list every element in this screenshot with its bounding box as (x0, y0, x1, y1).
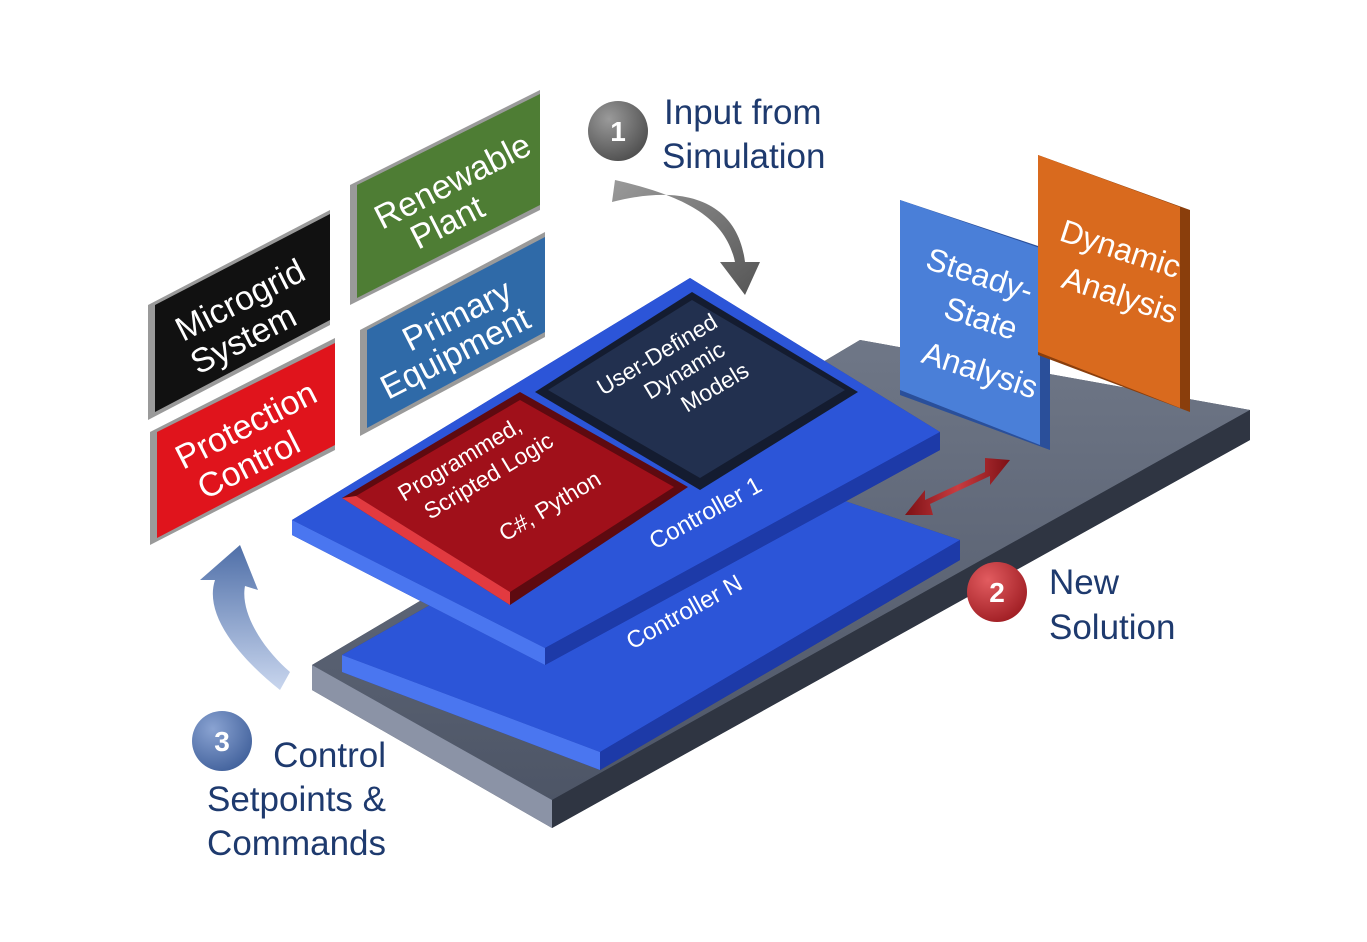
steady-state-panel: Steady- State Analysis (900, 200, 1050, 450)
step-3-line2: Setpoints & (207, 780, 386, 819)
step-2-number: 2 (989, 577, 1005, 608)
step-3-line1: Control (273, 736, 386, 775)
step-2-line1: New (1049, 563, 1120, 602)
step-1-line1: Input from (664, 93, 822, 132)
dynamic-analysis-panel: Dynamic Analysis (1038, 155, 1190, 412)
control-arrow (200, 545, 290, 690)
step-1-line2: Simulation (662, 137, 825, 176)
step-3-number: 3 (214, 726, 230, 757)
input-arrow (612, 180, 760, 295)
step-3-line3: Commands (207, 824, 386, 863)
step-3-badge: 3 (192, 711, 252, 771)
step-1-badge: 1 (588, 101, 648, 161)
primary-equipment-tile: Primary Equipment (360, 232, 545, 436)
step-2-badge: 2 (967, 562, 1027, 622)
renewable-tile: Renewable Plant (350, 90, 540, 305)
step-1-number: 1 (610, 116, 626, 147)
solution-double-arrow (905, 458, 1010, 515)
step-2-line2: Solution (1049, 608, 1175, 647)
scripted-logic-chip: Programmed, Scripted Logic C#, Python (342, 392, 688, 605)
